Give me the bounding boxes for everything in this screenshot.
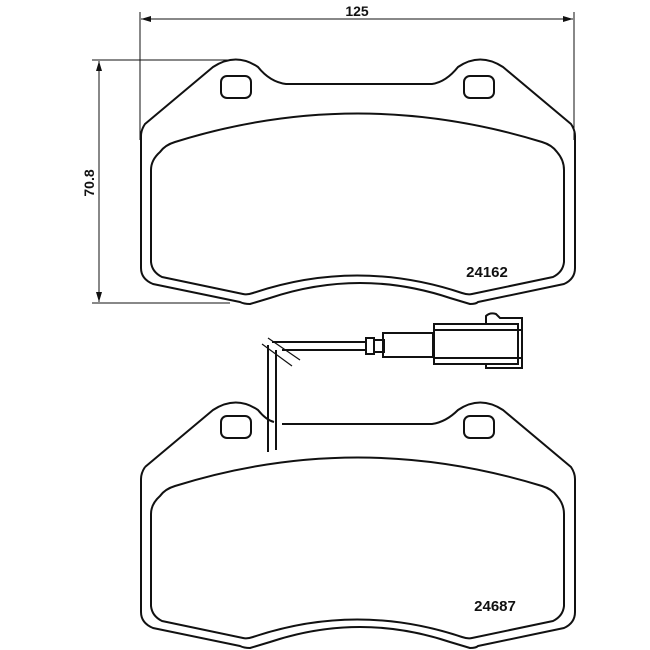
- upper-pad-part-number: 24162: [466, 264, 508, 281]
- height-dimension: [92, 59, 230, 304]
- lower-pad: [140, 401, 576, 649]
- upper-pad: [140, 58, 576, 305]
- width-dimension: [139, 12, 575, 140]
- height-label: 70.8: [81, 169, 97, 196]
- wear-sensor: [261, 312, 523, 452]
- width-label: 125: [345, 3, 369, 19]
- lower-pad-part-number: 24687: [474, 598, 516, 615]
